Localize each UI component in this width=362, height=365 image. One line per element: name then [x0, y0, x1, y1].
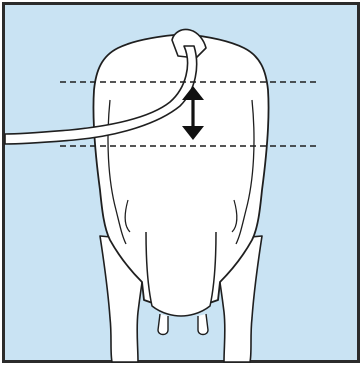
teat-right [198, 314, 208, 335]
teat-left [158, 314, 168, 335]
udder [146, 232, 216, 316]
